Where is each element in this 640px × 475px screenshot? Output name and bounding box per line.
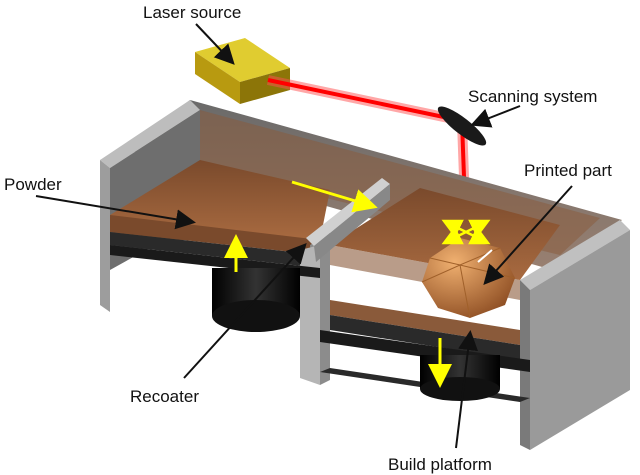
scanning-system-label: Scanning system — [468, 87, 597, 106]
piston-left — [212, 268, 300, 332]
laser-source-label: Laser source — [143, 3, 241, 22]
powder-label: Powder — [4, 175, 62, 194]
scanning-system-leader — [470, 105, 521, 128]
scanning-mirror — [437, 106, 487, 146]
printed-part-label: Printed part — [524, 161, 612, 180]
build-platform-label: Build platform — [388, 455, 492, 474]
build-platform-leader — [455, 330, 478, 449]
powder-bed-left — [110, 160, 330, 268]
piston-right — [420, 355, 500, 401]
printed-part-leader — [483, 185, 573, 285]
recoater-label: Recoater — [130, 387, 199, 406]
laser-source-leader — [195, 23, 235, 65]
recoater-motion-arrow — [291, 180, 378, 213]
scan-direction-arrows — [441, 219, 491, 245]
recoater-leader — [183, 243, 307, 379]
powder-leader — [35, 195, 196, 230]
laser-source-box — [195, 38, 290, 104]
chamber-divider — [300, 232, 330, 385]
